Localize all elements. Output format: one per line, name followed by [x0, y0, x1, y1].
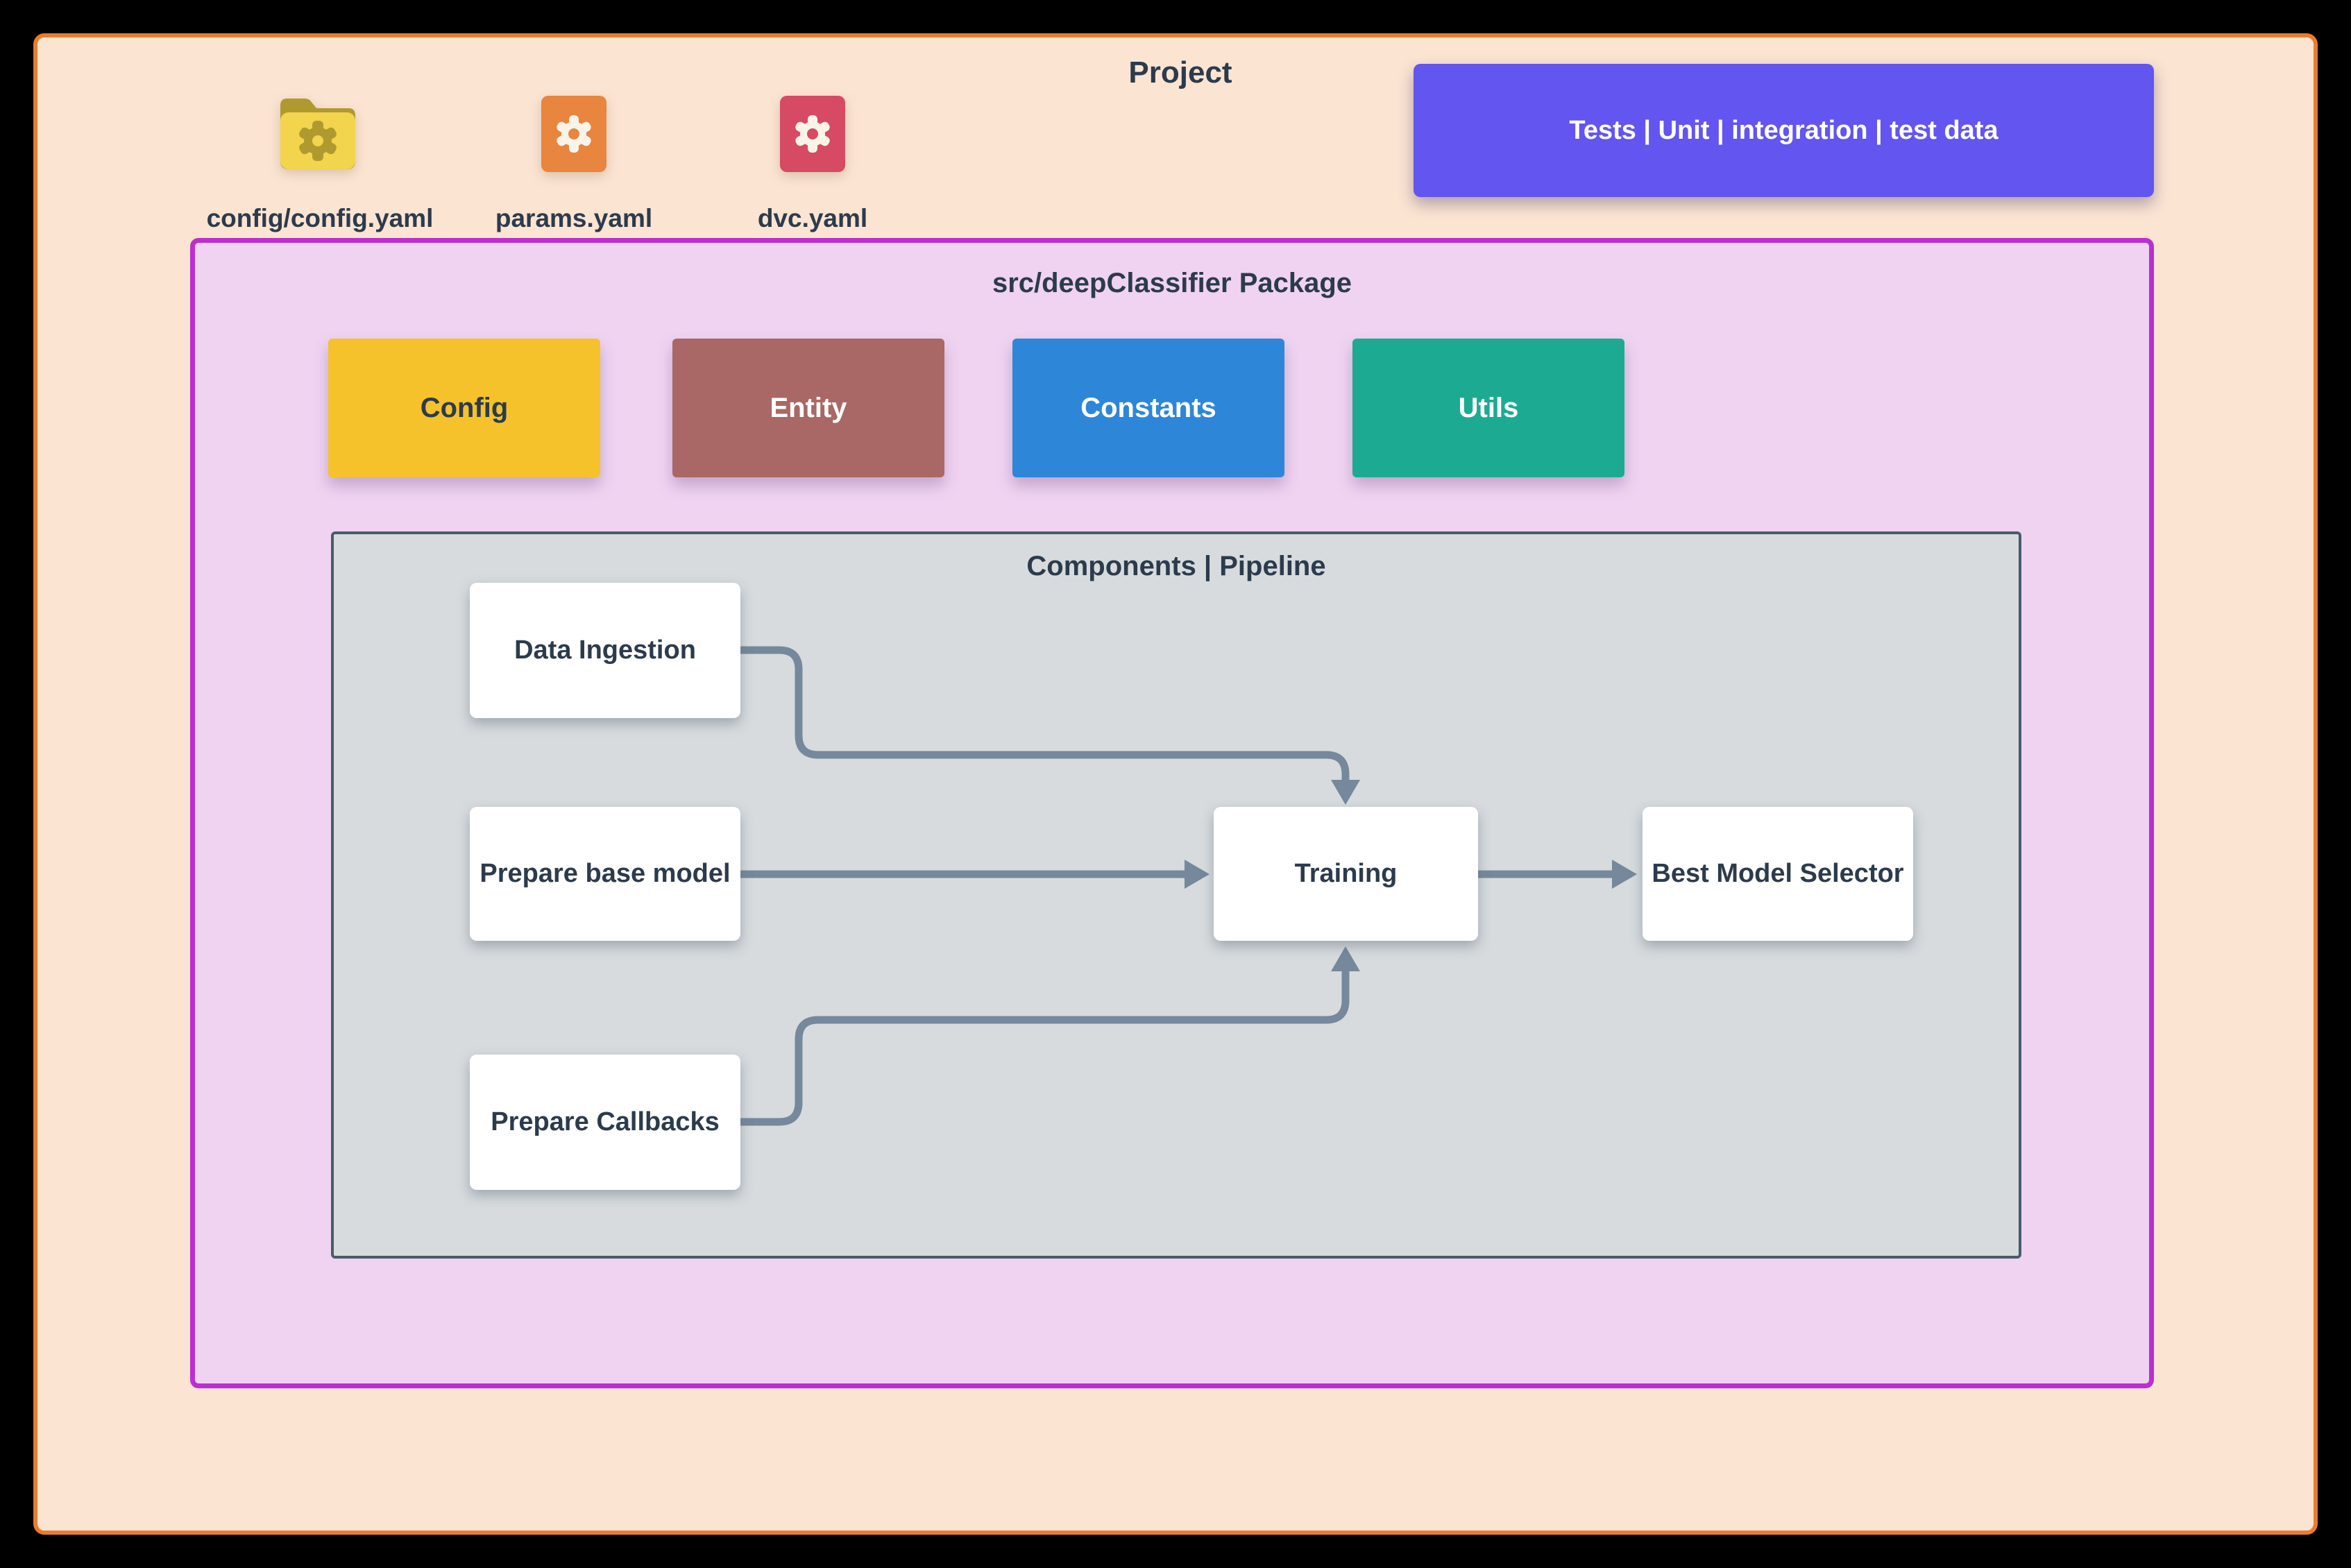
project-canvas: Project config/config.yaml — [33, 33, 2318, 1535]
package-title: src/deepClassifier Package — [992, 268, 1352, 298]
tests-banner-label: Tests | Unit | integration | test data — [1569, 115, 1998, 145]
node-best-model-selector: Best Model Selector — [1643, 807, 1913, 941]
node-label: Data Ingestion — [514, 636, 696, 665]
params-gear-file-icon — [541, 96, 606, 172]
folder-gear-glyph — [299, 121, 337, 161]
page-title: Project — [1128, 56, 1232, 90]
edge-training-to-best-model-selector-arrowhead — [1612, 860, 1637, 889]
dvc-gear-file-icon — [780, 96, 845, 172]
module-label: Constants — [1080, 392, 1216, 423]
package-container: src/deepClassifier Package Config Entity… — [190, 238, 2154, 1388]
module-box-constants: Constants — [1012, 339, 1284, 477]
pipeline-title: Components | Pipeline — [1026, 551, 1326, 581]
node-data-ingestion: Data Ingestion — [470, 583, 740, 718]
node-label: Prepare base model — [479, 859, 731, 888]
node-prepare-base-model: Prepare base model — [470, 807, 740, 941]
file-label-config-yaml: config/config.yaml — [206, 204, 434, 232]
folder-gear-icon — [280, 99, 355, 169]
file-label-params-yaml: params.yaml — [495, 204, 653, 232]
edge-data-ingestion-to-training-line — [736, 646, 1350, 790]
params-gear-glyph — [557, 115, 591, 153]
node-label: Training — [1294, 859, 1398, 888]
node-training: Training — [1214, 807, 1478, 941]
edge-prepare-callbacks-to-training-arrowhead — [1331, 946, 1360, 971]
node-label: Best Model Selector — [1652, 859, 1904, 888]
module-label: Utils — [1458, 392, 1519, 423]
edge-prepare-base-model-to-training-arrowhead — [1185, 860, 1210, 889]
module-label: Config — [420, 392, 509, 423]
file-label-dvc-yaml: dvc.yaml — [757, 204, 868, 232]
node-prepare-callbacks: Prepare Callbacks — [470, 1055, 740, 1190]
module-box-config: Config — [328, 339, 600, 477]
module-box-utils: Utils — [1352, 339, 1624, 477]
dvc-gear-glyph — [795, 115, 830, 153]
module-label: Entity — [770, 392, 847, 423]
module-box-entity: Entity — [672, 339, 944, 477]
tests-banner: Tests | Unit | integration | test data — [1414, 64, 2154, 197]
node-label: Prepare Callbacks — [491, 1107, 720, 1136]
pipeline-panel: Components | Pipeline Dat — [331, 531, 2021, 1259]
edge-prepare-callbacks-to-training-line — [736, 962, 1350, 1126]
edge-data-ingestion-to-training-arrowhead — [1331, 780, 1360, 805]
